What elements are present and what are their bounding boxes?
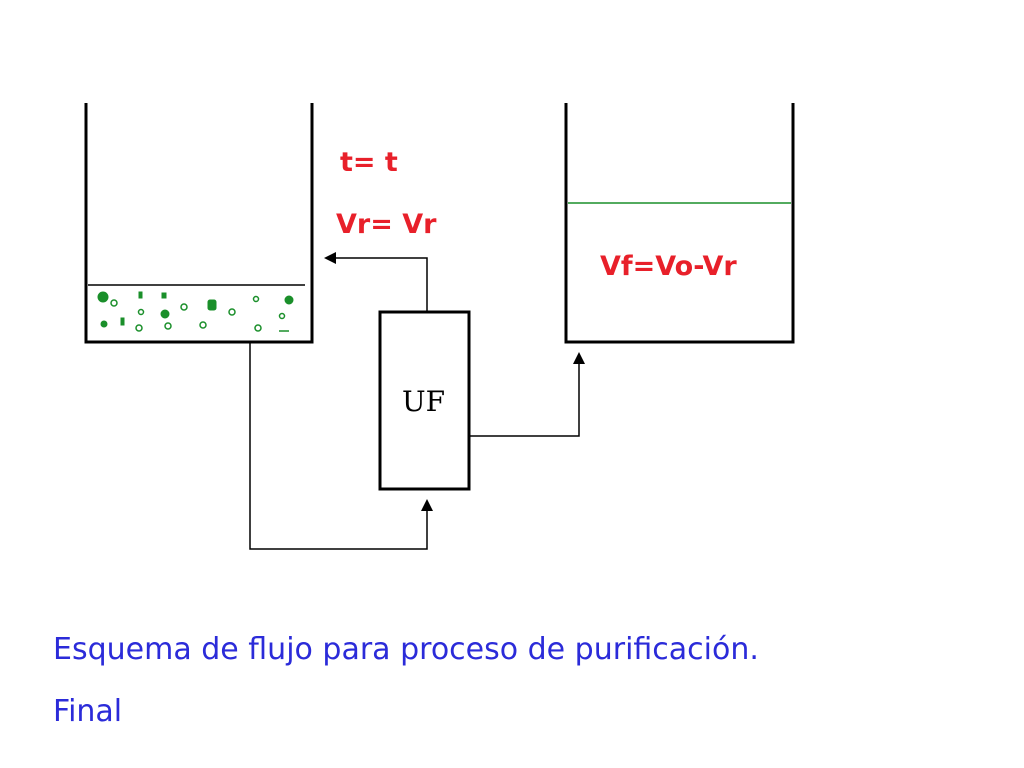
permeate-line-arrow <box>469 352 585 437</box>
caption-title: Esquema de flujo para proceso de purific… <box>53 632 759 667</box>
feed-line-arrow <box>249 342 433 550</box>
uf-unit-label: UF <box>402 385 446 418</box>
retentate-particles <box>97 291 294 332</box>
retentate-tank <box>84 103 314 344</box>
filtrate-volume-label: Vf=Vo-Vr <box>600 251 737 282</box>
filtrate-tank <box>564 103 795 344</box>
time-label: t= t <box>340 147 398 178</box>
uf-unit-box <box>378 310 471 491</box>
retentate-return-arrow <box>324 252 428 312</box>
retentate-volume-label: Vr= Vr <box>336 209 437 240</box>
caption-subtitle: Final <box>53 694 123 729</box>
